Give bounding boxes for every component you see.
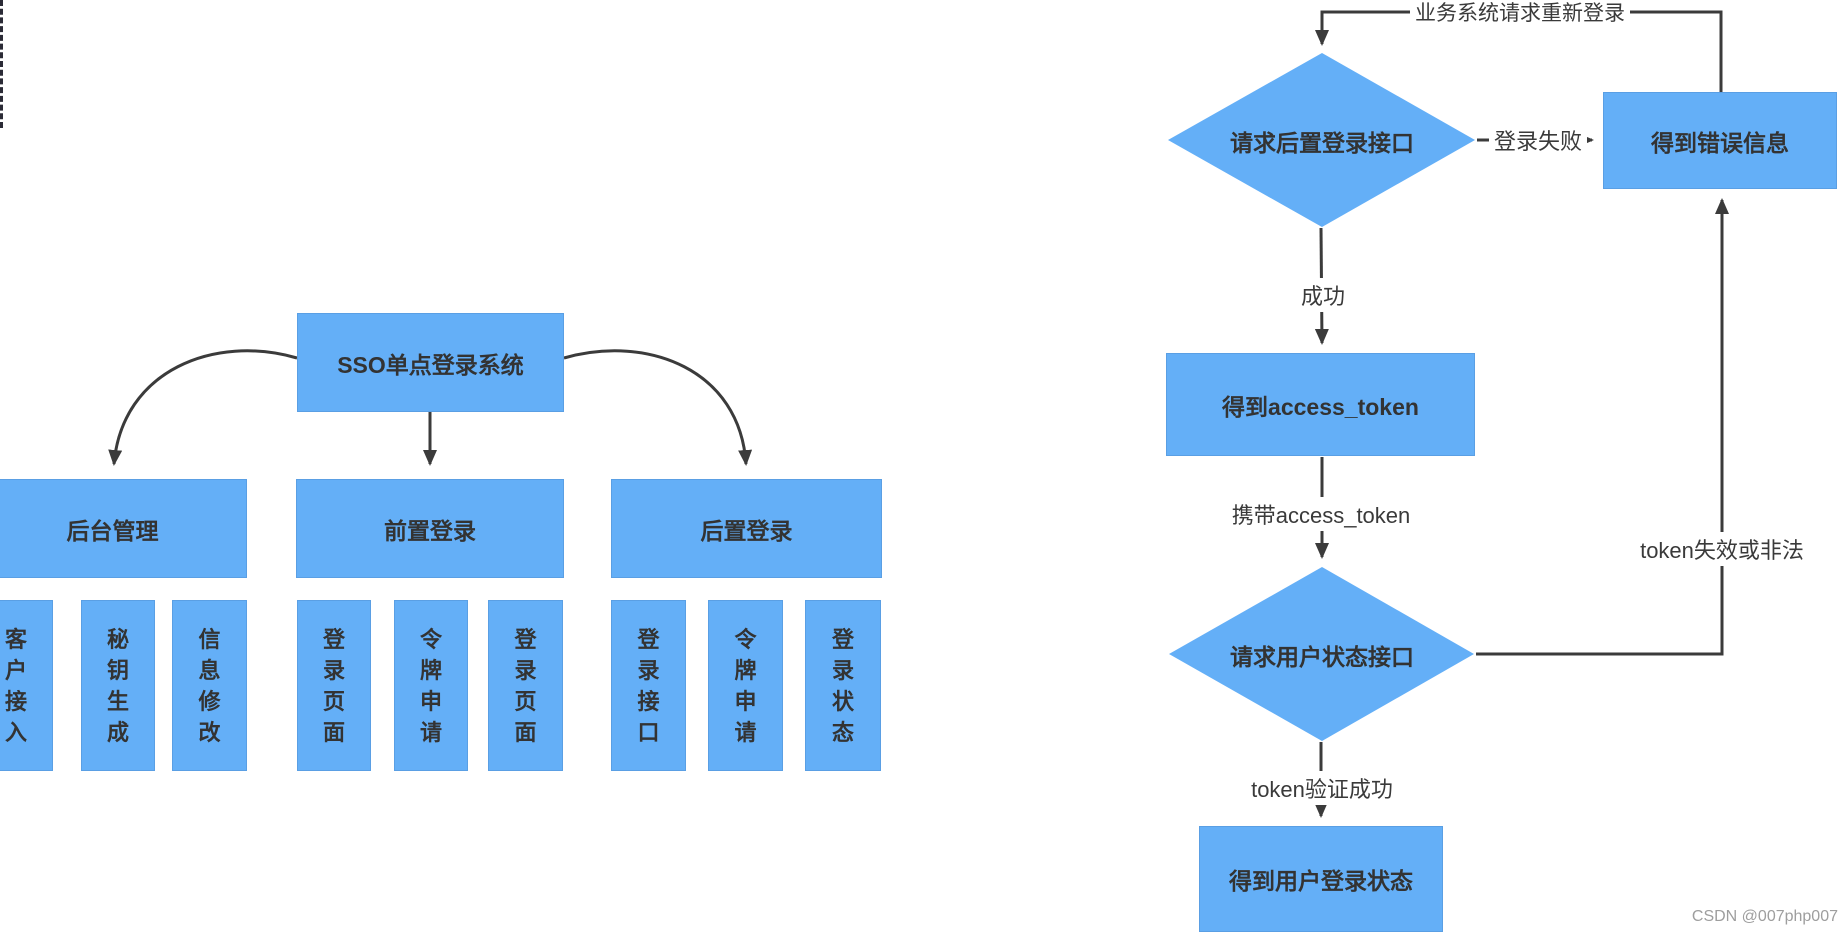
- decision-post-login-shape: [1168, 53, 1475, 227]
- process-label: 得到错误信息: [1651, 129, 1789, 156]
- leaf-node-login-status: 登录状态: [805, 600, 881, 771]
- leaf-node-login-page-2: 登录页面: [488, 600, 563, 771]
- leaf-label: 令牌申请: [734, 626, 757, 745]
- edge-root-to-admin: [108, 349, 298, 466]
- branch-label: 后置登录: [700, 517, 793, 544]
- branch-label: 后台管理: [66, 517, 159, 544]
- edge-label-success: 成功: [1295, 278, 1351, 312]
- leaf-label: 客户接入: [4, 626, 27, 745]
- leaf-node-client-access: 客户接入: [0, 600, 53, 771]
- leaf-label: 登录页面: [514, 626, 537, 745]
- csdn-watermark: CSDN @007php007: [1691, 908, 1838, 925]
- sso-root-label: SSO单点登录系统: [337, 351, 524, 378]
- edge-token-invalid: [1476, 198, 1729, 656]
- leaf-node-token-apply-1: 令牌申请: [394, 600, 468, 771]
- process-node-error-info: 得到错误信息: [1603, 92, 1837, 189]
- leaf-label: 登录状态: [831, 626, 854, 745]
- edge-root-to-post: [563, 349, 753, 466]
- edge-label-token-valid: token验证成功: [1246, 771, 1398, 805]
- process-label: 得到access_token: [1222, 393, 1419, 420]
- decision-user-status-shape: [1169, 567, 1474, 741]
- leaf-label: 信息修改: [198, 626, 221, 745]
- leaf-node-info-modify: 信息修改: [172, 600, 247, 771]
- leaf-node-key-generation: 秘钥生成: [81, 600, 155, 771]
- edge-label-relogin: 业务系统请求重新登录: [1410, 0, 1630, 28]
- edge-label-carry-token: 携带access_token: [1226, 497, 1416, 531]
- branch-node-admin: 后台管理: [0, 479, 247, 578]
- decision-post-login-label: 请求后置登录接口: [1230, 130, 1414, 156]
- leaf-label: 秘钥生成: [106, 626, 129, 745]
- decision-user-status-label: 请求用户状态接口: [1230, 644, 1414, 670]
- process-node-access-token: 得到access_token: [1166, 353, 1475, 456]
- leaf-node-token-apply-2: 令牌申请: [708, 600, 783, 771]
- leaf-node-login-page-1: 登录页面: [297, 600, 371, 771]
- dashed-edge-mark: [0, 0, 3, 128]
- leaf-label: 登录页面: [322, 626, 345, 745]
- sso-root-node: SSO单点登录系统: [297, 313, 564, 412]
- leaf-label: 登录接口: [637, 626, 660, 745]
- edge-label-login-fail: 登录失败: [1488, 123, 1588, 157]
- edge-label-token-invalid: token失效或非法: [1635, 532, 1809, 566]
- leaf-label: 令牌申请: [419, 626, 442, 745]
- branch-label: 前置登录: [384, 517, 476, 544]
- process-node-login-status: 得到用户登录状态: [1199, 826, 1443, 932]
- process-label: 得到用户登录状态: [1229, 868, 1413, 894]
- leaf-node-login-api: 登录接口: [611, 600, 686, 771]
- branch-node-post-login: 后置登录: [611, 479, 882, 578]
- branch-node-front-login: 前置登录: [296, 479, 564, 578]
